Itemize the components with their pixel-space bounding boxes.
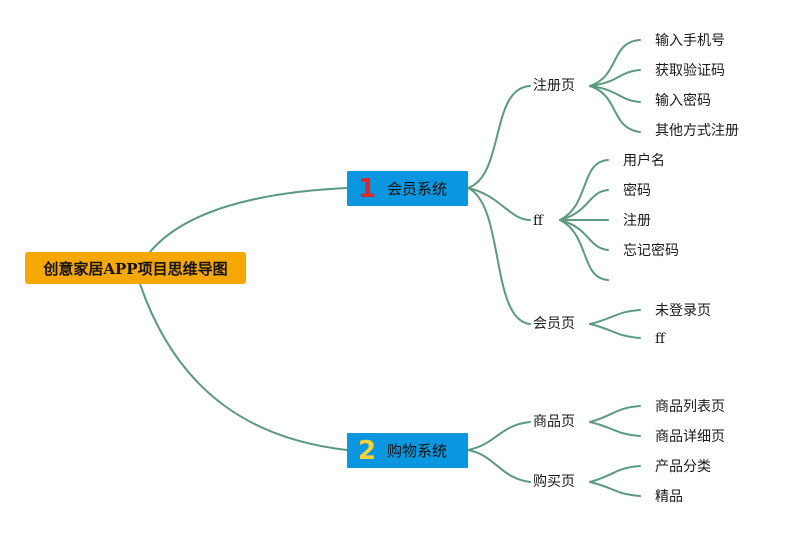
- topic-member-page[interactable]: 会员页: [533, 316, 575, 332]
- leaf-enter-phone[interactable]: 输入手机号: [655, 33, 725, 49]
- connector-shangpin-1: [589, 405, 641, 423]
- leaf-product-list[interactable]: 商品列表页: [655, 399, 725, 415]
- connector-goumai-2: [589, 481, 641, 497]
- connector-zhuce-1: [589, 39, 641, 87]
- branch-label: 会员系统: [387, 180, 448, 198]
- leaf-other-register[interactable]: 其他方式注册: [655, 123, 739, 139]
- connector-ff-4: [559, 219, 609, 251]
- connector-huiyuan-1: [589, 309, 641, 325]
- connector-root-branch1: [149, 187, 348, 253]
- leaf-ff[interactable]: ff: [655, 331, 665, 347]
- leaf-not-logged-in[interactable]: 未登录页: [655, 303, 711, 319]
- connector-shangpin-2: [589, 421, 641, 437]
- connector-b1-zhuce: [467, 85, 531, 189]
- connector-zhuce-3: [589, 85, 641, 103]
- branch-shopping-system[interactable]: 2 购物系统: [347, 433, 468, 468]
- branch-number-badge: 2: [357, 435, 377, 466]
- topic-ff[interactable]: ff: [533, 213, 543, 229]
- connector-zhuce-4: [589, 85, 641, 133]
- connector-huiyuan-2: [589, 323, 641, 339]
- topic-purchase-page[interactable]: 购买页: [533, 474, 575, 490]
- branch-number-badge: 1: [357, 173, 377, 204]
- leaf-get-code[interactable]: 获取验证码: [655, 63, 725, 79]
- leaf-featured[interactable]: 精品: [655, 489, 683, 505]
- leaf-product-category[interactable]: 产品分类: [655, 459, 711, 475]
- connector-zhuce-2: [589, 69, 641, 87]
- topic-product-page[interactable]: 商品页: [533, 414, 575, 430]
- connector-ff-1: [559, 159, 609, 221]
- leaf-register[interactable]: 注册: [623, 213, 651, 229]
- root-topic[interactable]: 创意家居APP项目思维导图: [25, 252, 246, 284]
- connector-root-branch2: [139, 283, 348, 451]
- branch-member-system[interactable]: 1 会员系统: [347, 171, 468, 206]
- connector-ff-2: [559, 189, 609, 221]
- branch-label: 购物系统: [387, 442, 448, 460]
- connector-goumai-1: [589, 465, 641, 483]
- leaf-product-detail[interactable]: 商品详细页: [655, 429, 725, 445]
- leaf-enter-password[interactable]: 输入密码: [655, 93, 711, 109]
- leaf-password[interactable]: 密码: [623, 183, 651, 199]
- connector-ff-5: [559, 219, 609, 281]
- connector-b1-ff: [467, 187, 531, 221]
- leaf-username[interactable]: 用户名: [623, 153, 665, 169]
- connector-b2-goumai: [467, 449, 531, 483]
- connector-b1-huiyuan: [467, 187, 531, 325]
- topic-register-page[interactable]: 注册页: [533, 78, 575, 94]
- leaf-forgot-password[interactable]: 忘记密码: [623, 243, 679, 259]
- connector-b2-shangpin: [467, 421, 531, 451]
